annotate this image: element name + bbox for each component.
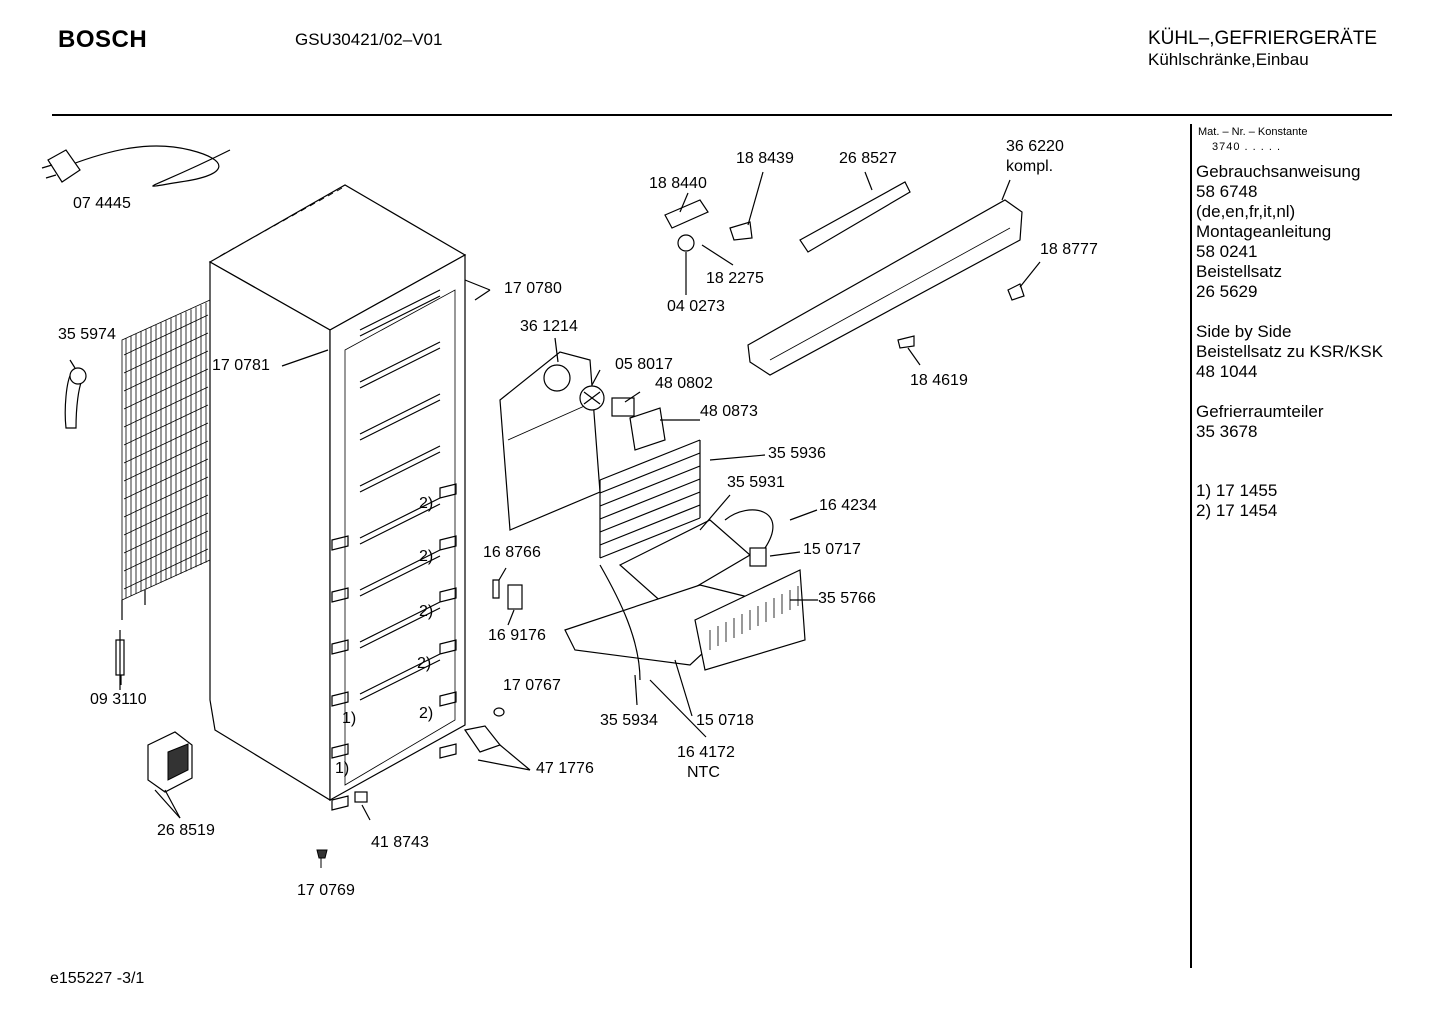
sidebar-line: Gebrauchsanweisung (1196, 162, 1361, 181)
fan-drawing (579, 385, 666, 451)
drawer-assembly-drawing (564, 509, 806, 681)
model-number: GSU30421/02–V01 (295, 30, 443, 49)
sidebar-line: Beistellsatz (1196, 262, 1282, 281)
category-title: KÜHL–,GEFRIERGERÄTE (1148, 28, 1378, 49)
part-label: 35 5931 (727, 474, 785, 491)
part-label: 18 2275 (706, 270, 764, 287)
part-label: 47 1776 (536, 760, 594, 777)
part-label: 16 4172 (677, 744, 735, 761)
callout-label: 2) (419, 705, 434, 722)
sidebar-line: Gefrierraumteiler (1196, 402, 1324, 421)
callout-label: 2) (417, 655, 432, 672)
mat-number-value: 3740 . . . . . (1212, 141, 1282, 153)
part-label: 16 8766 (483, 544, 541, 561)
callout-label: 1) (342, 710, 357, 727)
document-code: e155227 -3/1 (50, 970, 145, 987)
part-label: 07 4445 (73, 195, 131, 212)
power-cord-drawing (41, 145, 231, 187)
part-label: 09 3110 (90, 691, 147, 708)
sidebar-line: 58 0241 (1196, 242, 1258, 261)
brand-logo: BOSCH (58, 26, 148, 53)
part-label: 48 0802 (655, 375, 713, 392)
part-label: 16 9176 (488, 627, 546, 644)
sidebar-divider (1190, 124, 1192, 968)
part-label: 18 4619 (910, 372, 968, 389)
part-label: 04 0273 (667, 298, 725, 315)
callout-label: 2) (419, 548, 434, 565)
leader-lines (69, 171, 1041, 821)
part-label: 05 8017 (615, 356, 673, 373)
part-label: 26 8527 (839, 150, 897, 167)
part-label: NTC (687, 764, 720, 781)
cabinet-drawing (208, 184, 467, 811)
part-label: 18 8777 (1040, 241, 1098, 258)
mat-number-label: Mat. – Nr. – Konstante (1198, 126, 1308, 138)
part-label: 17 0781 (212, 357, 270, 374)
evaporator-cover-drawing (499, 351, 601, 531)
sidebar-line: 26 5629 (1196, 282, 1258, 301)
sidebar-line: Montageanleitung (1196, 222, 1332, 241)
evaporator-coil-drawing (599, 439, 701, 559)
part-label: 15 0717 (803, 541, 861, 558)
relay-box-drawing (147, 731, 193, 793)
screw-drawing (316, 849, 328, 868)
sidebar-line: Beistellsatz zu KSR/KSK (1196, 342, 1384, 361)
part-label: 35 5766 (818, 590, 876, 607)
part-label: 35 5974 (58, 326, 116, 343)
control-panel-drawing (664, 181, 1025, 376)
part-label: 36 1214 (520, 318, 578, 335)
sidebar-line: Side by Side (1196, 322, 1292, 341)
sidebar-line: 35 3678 (1196, 422, 1258, 441)
part-label: 35 5936 (768, 445, 826, 462)
part-label: 18 8440 (649, 175, 707, 192)
part-label: 17 0767 (503, 677, 561, 694)
sidebar-line: 1) 17 1455 (1196, 481, 1278, 500)
part-label: 36 6220 (1006, 138, 1064, 155)
condenser-drawing (121, 299, 212, 620)
header-divider (52, 114, 1392, 116)
part-label: kompl. (1006, 158, 1054, 175)
part-label: 17 0769 (297, 882, 355, 899)
callout-label: 1) (335, 760, 350, 777)
sidebar-line: 2) 17 1454 (1196, 501, 1278, 520)
sidebar-line: (de,en,fr,it,nl) (1196, 202, 1296, 221)
part-label: 16 4234 (819, 497, 877, 514)
part-label: 26 8519 (157, 822, 215, 839)
part-label: 41 8743 (371, 834, 429, 851)
part-label: 35 5934 (600, 712, 658, 729)
callout-label: 2) (419, 603, 434, 620)
sidebar-line: 48 1044 (1196, 362, 1258, 381)
part-label: 48 0873 (700, 403, 758, 420)
part-label: 18 8439 (736, 150, 794, 167)
category-subtitle: Kühlschränke,Einbau (1148, 50, 1309, 69)
callout-label: 2) (419, 495, 434, 512)
part-label: 15 0718 (696, 712, 754, 729)
sidebar-line: 58 6748 (1196, 182, 1258, 201)
part-label: 17 0780 (504, 280, 562, 297)
